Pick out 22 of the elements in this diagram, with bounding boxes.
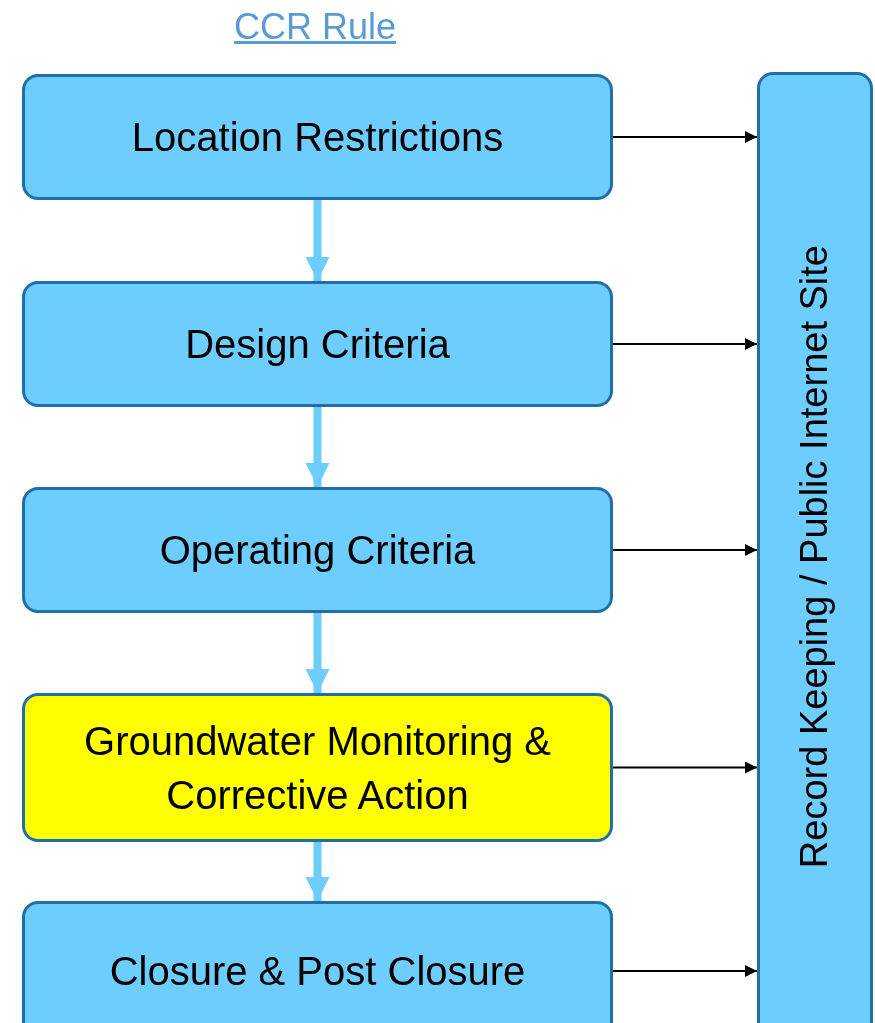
box-label: Groundwater Monitoring & Corrective Action xyxy=(83,717,552,819)
box-label: Location Restrictions xyxy=(130,114,505,161)
arrow xyxy=(612,131,758,143)
arrow xyxy=(305,407,330,487)
process-box xyxy=(22,693,613,842)
process-box xyxy=(757,72,873,1023)
arrow xyxy=(612,338,758,350)
arrow xyxy=(612,965,758,977)
arrow xyxy=(305,842,330,901)
arrow xyxy=(612,544,758,556)
box-label: Record Keeping / Public Internet Site xyxy=(792,245,837,869)
box-label: Operating Criteria xyxy=(158,527,477,574)
process-box xyxy=(22,74,613,200)
process-box xyxy=(22,901,613,1023)
process-box xyxy=(22,487,613,613)
process-box xyxy=(22,281,613,407)
title: CCR Rule xyxy=(232,6,397,48)
arrow xyxy=(612,761,758,774)
box-label: Design Criteria xyxy=(184,321,451,368)
box-label: Closure & Post Closure xyxy=(108,948,527,995)
arrow xyxy=(305,613,330,693)
arrow xyxy=(305,200,330,281)
